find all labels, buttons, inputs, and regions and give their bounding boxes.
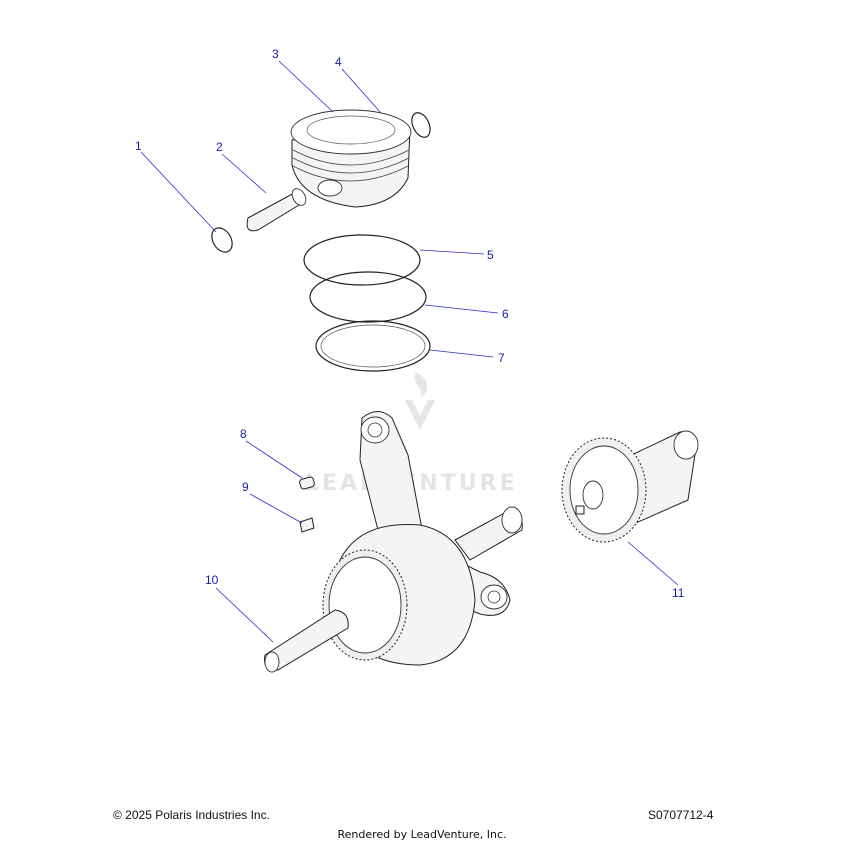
callout-9[interactable]: 9 — [242, 480, 249, 494]
callout-3[interactable]: 3 — [272, 47, 279, 61]
piston-pin-clip-left[interactable] — [208, 224, 237, 256]
piston-pin[interactable] — [246, 186, 309, 232]
callout-8[interactable]: 8 — [240, 427, 247, 441]
woodruff-key[interactable] — [299, 517, 315, 533]
piston-pin-clip-right[interactable] — [408, 110, 433, 140]
drawing-number: S0707712-4 — [648, 808, 714, 822]
dowel-pin[interactable] — [299, 476, 315, 490]
callout-11[interactable]: 11 — [672, 586, 685, 600]
piston[interactable] — [290, 109, 412, 208]
camshaft[interactable] — [561, 430, 699, 543]
callout-2[interactable]: 2 — [216, 140, 223, 154]
crankshaft-assembly[interactable] — [264, 411, 523, 673]
callout-5[interactable]: 5 — [487, 248, 494, 262]
oil-ring[interactable] — [315, 320, 431, 372]
callout-6[interactable]: 6 — [502, 307, 509, 321]
rendered-by-text: Rendered by LeadVenture, Inc. — [337, 828, 507, 841]
callout-4[interactable]: 4 — [335, 55, 342, 69]
callout-7[interactable]: 7 — [498, 351, 505, 365]
top-ring[interactable] — [303, 234, 421, 286]
second-ring[interactable] — [309, 271, 427, 323]
callout-10[interactable]: 10 — [205, 573, 219, 587]
callout-1[interactable]: 1 — [135, 139, 142, 153]
leader-lines — [140, 60, 679, 643]
copyright-text: © 2025 Polaris Industries Inc. — [113, 808, 270, 822]
